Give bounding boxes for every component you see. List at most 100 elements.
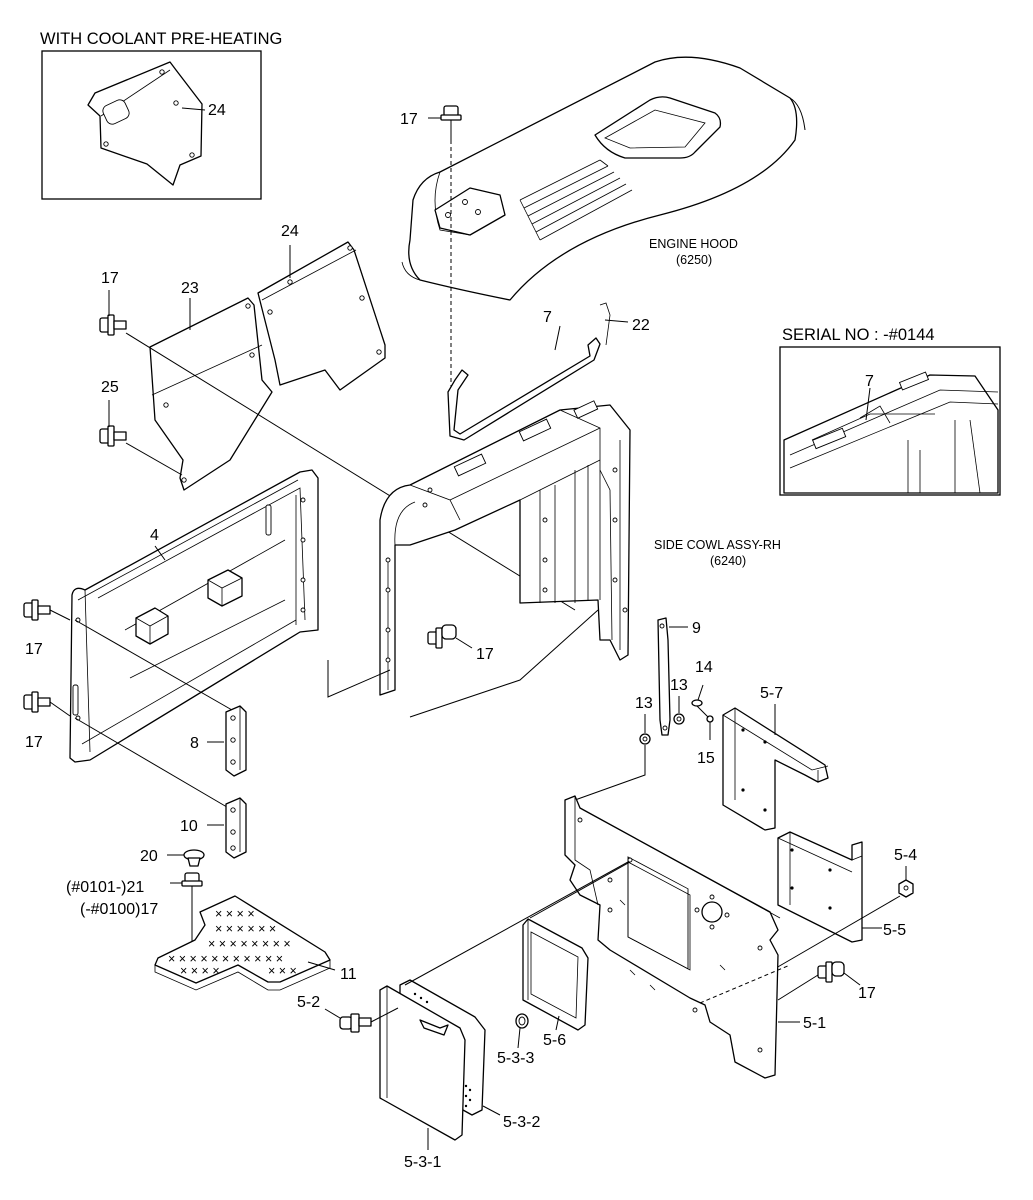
bolt-25	[99, 400, 127, 447]
callout-5-1: 5-1	[803, 1015, 826, 1032]
coolant-inset-callout-24: 24	[208, 102, 226, 119]
side-cowl-name: SIDE COWL ASSY-RH	[654, 538, 781, 552]
svg-text:× × × ×: × × × ×	[180, 964, 220, 978]
callout-13-a: 13	[635, 695, 653, 712]
bolt-17-hood	[428, 105, 462, 140]
side-cowl-code: (6240)	[710, 554, 746, 568]
bolt-5-2	[324, 1007, 399, 1033]
plate-5-1-dashed	[699, 964, 791, 1004]
callout-17-alt: (-#0100)17	[80, 901, 158, 918]
callout-24: 24	[281, 223, 299, 240]
callout-5-3-2: 5-3-2	[503, 1114, 540, 1131]
bolt-17-left-low	[23, 691, 71, 717]
step-plate-11-pattern: × × × × × × × × × × × × × × × × × × × × …	[168, 907, 297, 978]
leader-cover-plate	[404, 861, 629, 986]
bolt-17-right	[777, 961, 861, 1001]
plate-23	[149, 297, 273, 491]
callout-10: 10	[180, 818, 198, 835]
callout-5-5: 5-5	[883, 922, 906, 939]
svg-text:× × × × × × × × × × ×: × × × × × × × × × × ×	[168, 952, 283, 966]
bolt-17-center	[427, 624, 473, 649]
nut-5-4	[898, 866, 914, 898]
leader-22	[604, 319, 629, 323]
side-cowl-frame	[379, 400, 631, 696]
callout-9: 9	[692, 620, 701, 637]
callout-5-6: 5-6	[543, 1032, 566, 1049]
svg-text:× × × × × × × ×: × × × × × × × ×	[208, 937, 291, 951]
callout-17-left-low: 17	[25, 734, 43, 751]
nut-13-a	[639, 714, 651, 745]
leader-5-4	[775, 895, 901, 969]
callout-17-right: 17	[858, 985, 876, 1002]
leader-5-6	[529, 861, 631, 919]
leader-bolt17-top	[125, 332, 576, 611]
plate-5-7	[722, 704, 829, 831]
plate-5-1	[564, 795, 781, 1079]
engine-hood	[401, 56, 806, 301]
leader-bolt25	[125, 442, 183, 476]
callout-5-2: 5-2	[297, 994, 320, 1011]
engine-hood-vents	[519, 159, 633, 241]
callout-5-4: 5-4	[894, 847, 917, 864]
bolt-17-left-mid	[23, 599, 71, 621]
callout-20: 20	[140, 848, 158, 865]
callout-15: 15	[697, 750, 715, 767]
cover-5-3-1	[379, 985, 466, 1150]
plate-24	[257, 241, 386, 391]
engine-hood-code: (6250)	[676, 253, 712, 267]
serial-inset-frame	[779, 346, 1001, 496]
callout-14: 14	[695, 659, 713, 676]
coolant-inset-bracket	[87, 61, 206, 186]
leader-panel-bracket10	[74, 717, 233, 811]
gasket-5-6	[522, 918, 589, 1031]
callout-4: 4	[150, 527, 159, 544]
callout-25: 25	[101, 379, 119, 396]
callout-17-left-top: 17	[101, 270, 119, 287]
serial-inset-title: SERIAL NO : -#0144	[782, 326, 935, 344]
callout-8: 8	[190, 735, 199, 752]
svg-text:× × × × × ×: × × × × × ×	[215, 922, 276, 936]
callout-5-3-1: 5-3-1	[404, 1154, 441, 1171]
plug-5-3-3	[515, 1013, 529, 1049]
engine-hood-name: ENGINE HOOD	[649, 237, 738, 251]
serial-inset: SERIAL NO : -#0144 7	[779, 326, 1001, 496]
bolt-21	[170, 872, 203, 905]
svg-text:× × × ×: × × × ×	[215, 907, 255, 921]
callout-23: 23	[181, 280, 199, 297]
coolant-preheating-inset: WITH COOLANT PRE-HEATING 24	[40, 30, 282, 200]
panel-4	[69, 469, 319, 763]
callout-11: 11	[340, 966, 357, 983]
bolt-17-left-top	[99, 290, 127, 336]
serial-inset-callout-7: 7	[865, 373, 874, 390]
leader-4	[154, 545, 166, 561]
strap-9	[657, 617, 688, 736]
bolt-14	[691, 684, 710, 719]
leader-panel-frame	[327, 660, 391, 698]
callout-17-center: 17	[476, 646, 494, 663]
callout-17-hood: 17	[400, 111, 418, 128]
coolant-inset-frame	[41, 50, 262, 200]
svg-text:× × ×: × × ×	[268, 964, 297, 978]
step-plate-11: × × × × × × × × × × × × × × × × × × × × …	[154, 895, 336, 991]
nut-13-b	[673, 696, 685, 725]
coolant-inset-title: WITH COOLANT PRE-HEATING	[40, 30, 282, 48]
bracket-10	[207, 797, 247, 859]
serial-inset-frame-drawing	[783, 371, 999, 494]
leader-7	[554, 325, 561, 351]
bracket-8	[207, 705, 247, 777]
rod-7	[447, 302, 611, 441]
leader-panel-bracket8	[74, 619, 233, 711]
leader-frame-lower	[409, 609, 599, 718]
callout-5-7: 5-7	[760, 685, 783, 702]
callout-13-b: 13	[670, 677, 688, 694]
callout-7: 7	[543, 309, 552, 326]
callout-22: 22	[632, 317, 650, 334]
plug-20	[167, 849, 205, 867]
leader-13-a	[574, 745, 646, 801]
washer-15	[706, 715, 714, 740]
callout-5-3-3: 5-3-3	[497, 1050, 534, 1067]
callout-17-left-mid: 17	[25, 641, 43, 658]
callout-21: (#0101-)21	[66, 879, 144, 896]
plate-5-5	[777, 831, 882, 943]
